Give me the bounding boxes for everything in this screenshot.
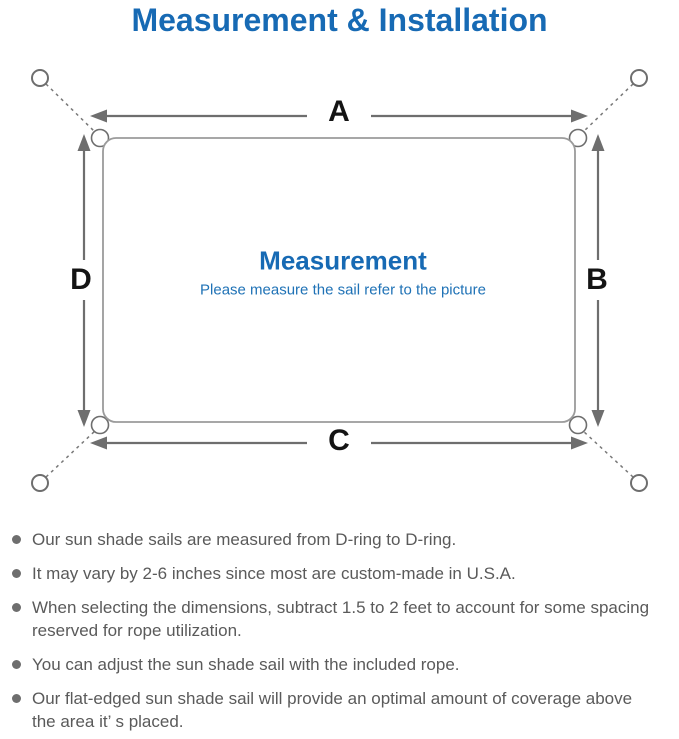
dimension-label-d: D [64, 265, 98, 295]
list-item-text: Our sun shade sails are measured from D-… [32, 530, 457, 549]
bullet-icon [12, 660, 21, 669]
notes-list: Our sun shade sails are measured from D-… [10, 528, 673, 739]
list-item: Our flat-edged sun shade sail will provi… [10, 687, 673, 733]
dimension-label-b: B [580, 265, 614, 295]
bullet-icon [12, 569, 21, 578]
list-item-text: It may vary by 2-6 inches since most are… [32, 564, 516, 583]
list-item-text: Our flat-edged sun shade sail will provi… [32, 689, 633, 731]
corner-rope-dashed-lines [45, 83, 634, 478]
sail-diagram-graphic [31, 69, 648, 492]
list-item: It may vary by 2-6 inches since most are… [10, 562, 673, 585]
dimension-label-c: C [322, 426, 356, 456]
list-item-text: You can adjust the sun shade sail with t… [32, 655, 460, 674]
page-title: Measurement & Installation [131, 2, 548, 38]
d-ring-icons [90, 128, 588, 435]
dimension-label-a: A [322, 97, 356, 127]
bullet-icon [12, 694, 21, 703]
diagram-center-subtitle: Please measure the sail refer to the pic… [200, 281, 486, 299]
bullet-icon [12, 535, 21, 544]
bullet-icon [12, 603, 21, 612]
list-item: Our sun shade sails are measured from D-… [10, 528, 673, 551]
diagram-center-title: Measurement [259, 245, 427, 276]
list-item-text: When selecting the dimensions, subtract … [32, 598, 650, 640]
list-item: When selecting the dimensions, subtract … [10, 596, 673, 642]
anchor-point-icons [31, 69, 648, 492]
sail-outline [102, 137, 576, 423]
list-item: You can adjust the sun shade sail with t… [10, 653, 673, 676]
diagram-center-text: Measurement Please measure the sail refe… [200, 246, 486, 299]
sail-measurement-diagram: A B C D Measurement Please measure the s… [31, 69, 648, 492]
measurement-arrows [77, 109, 605, 450]
